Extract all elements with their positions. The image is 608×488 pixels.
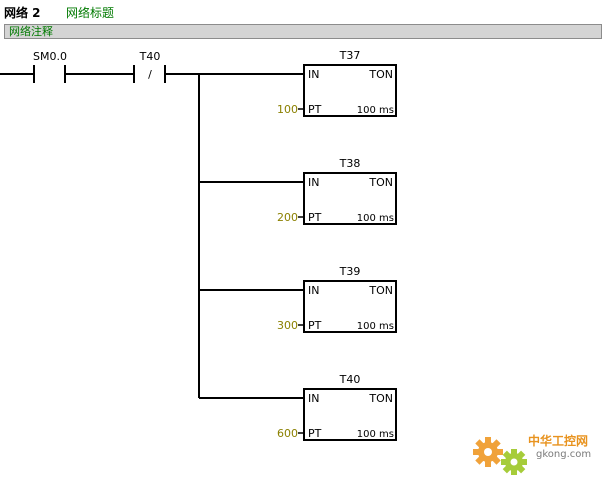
timer-name: T38 (339, 157, 361, 170)
contact-sm0-0[interactable]: SM0.0 (0, 50, 67, 83)
timer-preset[interactable]: 100 (277, 103, 298, 116)
timer-preset[interactable]: 200 (277, 211, 298, 224)
timer-block-t40[interactable]: T40 IN TON PT 100 ms 600 (277, 373, 397, 441)
timer-type: TON (368, 392, 393, 405)
contact-address: T40 (139, 50, 161, 63)
timer-name: T40 (339, 373, 361, 386)
timer-block-t37[interactable]: T37 IN TON PT 100 ms 100 (277, 49, 397, 117)
network-comment-bar[interactable]: 网络注释 (4, 24, 602, 39)
timer-resolution: 100 ms (357, 321, 394, 332)
network-number[interactable]: 网络 2 (4, 6, 41, 20)
gear-icon (473, 437, 527, 475)
timer-in-label: IN (308, 392, 319, 405)
timer-pt-label: PT (308, 319, 322, 332)
nc-slash: / (148, 68, 152, 81)
timer-pt-label: PT (308, 211, 322, 224)
timer-resolution: 100 ms (357, 105, 394, 116)
timer-preset[interactable]: 300 (277, 319, 298, 332)
timer-name: T39 (339, 265, 361, 278)
timer-in-label: IN (308, 68, 319, 81)
timer-resolution: 100 ms (357, 429, 394, 440)
watermark-text: 中华工控网 (528, 434, 589, 448)
timer-block-t39[interactable]: T39 IN TON PT 100 ms 300 (277, 265, 397, 333)
timer-name: T37 (339, 49, 361, 62)
timer-in-label: IN (308, 176, 319, 189)
timer-in-label: IN (308, 284, 319, 297)
timer-block-t38[interactable]: T38 IN TON PT 100 ms 200 (277, 157, 397, 225)
timer-resolution: 100 ms (357, 213, 394, 224)
network-title[interactable]: 网络标题 (66, 6, 115, 20)
timer-pt-label: PT (308, 427, 322, 440)
timer-pt-label: PT (308, 103, 322, 116)
timer-preset[interactable]: 600 (277, 427, 298, 440)
timer-type: TON (368, 68, 393, 81)
contact-t40[interactable]: T40 / (133, 50, 166, 83)
timer-type: TON (368, 176, 393, 189)
watermark-logo: 中华工控网 gkong.com (470, 428, 606, 484)
network-comment: 网络注释 (9, 25, 53, 38)
contact-address: SM0.0 (33, 50, 67, 63)
timer-type: TON (368, 284, 393, 297)
watermark-url: gkong.com (536, 449, 592, 460)
